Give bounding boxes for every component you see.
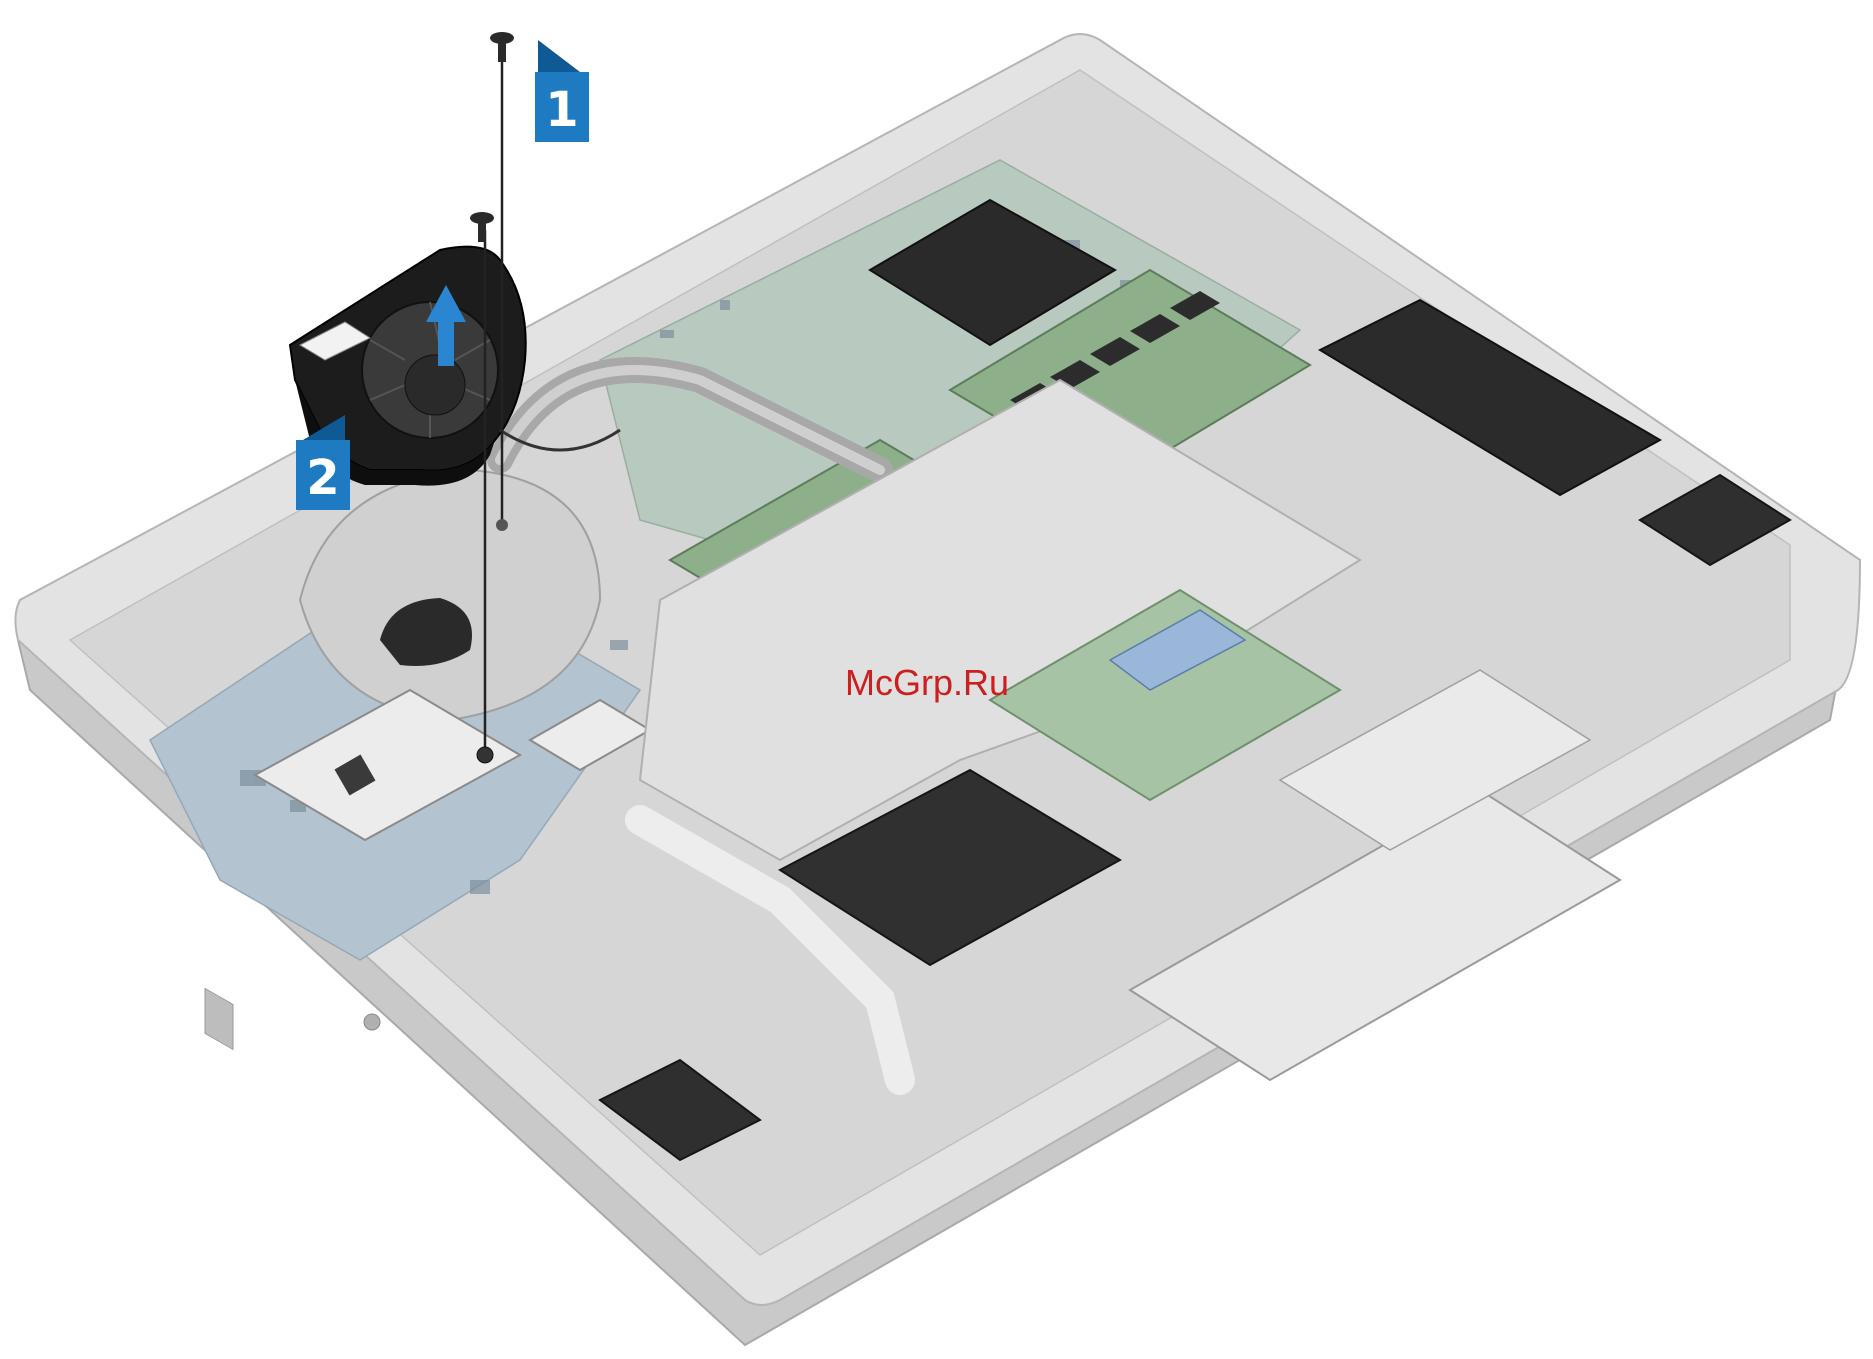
step-number-2: 2: [306, 450, 339, 506]
step-badge-2: 2: [296, 415, 350, 510]
audio-jack: [364, 1014, 380, 1030]
screw-1: [490, 32, 514, 62]
screw-hole-1: [496, 519, 508, 531]
screw-2: [470, 212, 494, 242]
step-number-1: 1: [545, 82, 578, 138]
watermark: McGrp.Ru: [845, 662, 1009, 703]
fan-hub: [405, 355, 465, 415]
screw-hole-2: [477, 747, 493, 763]
step-badge-1: 1: [535, 40, 589, 142]
usb-port: [205, 988, 233, 1049]
